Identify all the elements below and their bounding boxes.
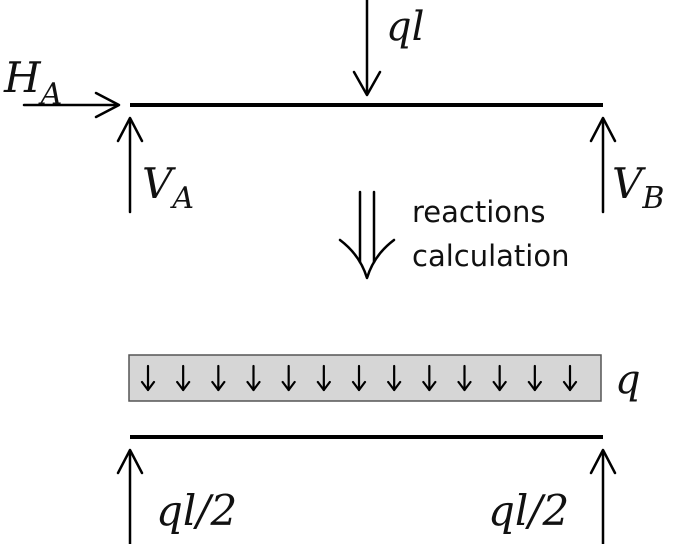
v-a-subscript: A bbox=[169, 181, 194, 216]
v-a-main: V bbox=[142, 159, 176, 208]
distributed-load-label: q bbox=[615, 357, 641, 403]
h-a-main: H bbox=[3, 53, 42, 102]
v-a-arrow bbox=[116, 116, 144, 214]
distributed-load-arrow bbox=[281, 364, 296, 392]
point-load-label: ql bbox=[386, 4, 424, 50]
distributed-load-arrow bbox=[246, 364, 261, 392]
distributed-load-arrow bbox=[351, 364, 367, 392]
distributed-load-arrow bbox=[176, 364, 191, 392]
right-reaction-label: ql/2 bbox=[488, 486, 569, 535]
point-load-arrow bbox=[352, 0, 382, 97]
distributed-load-arrow bbox=[140, 364, 156, 392]
h-a-label: HA bbox=[3, 53, 62, 112]
h-a-subscript: A bbox=[38, 77, 63, 112]
distributed-load-arrow bbox=[527, 364, 542, 392]
v-b-label: VB bbox=[612, 159, 664, 216]
distributed-load-arrow bbox=[492, 364, 507, 392]
v-a-label: VA bbox=[142, 159, 194, 216]
left-reaction-label: ql/2 bbox=[156, 486, 237, 535]
double-down-arrow-icon bbox=[338, 190, 396, 280]
left-reaction-arrow bbox=[116, 448, 144, 544]
v-b-arrow bbox=[589, 116, 617, 214]
v-b-main: V bbox=[612, 159, 646, 208]
transition-line-2: calculation bbox=[412, 239, 569, 273]
distributed-load-arrow bbox=[422, 364, 437, 392]
transition-line-1: reactions bbox=[412, 195, 546, 229]
distributed-load-arrow bbox=[387, 364, 402, 392]
distributed-load-arrow bbox=[457, 364, 472, 392]
distributed-load-arrow bbox=[211, 364, 226, 392]
distributed-load-arrow bbox=[562, 364, 578, 392]
distributed-load-box bbox=[128, 354, 602, 402]
right-reaction-arrow bbox=[589, 448, 617, 544]
distributed-load-arrows bbox=[140, 364, 578, 392]
distributed-load-arrow bbox=[316, 364, 331, 392]
v-b-subscript: B bbox=[641, 181, 664, 216]
h-a-arrow bbox=[22, 91, 121, 119]
